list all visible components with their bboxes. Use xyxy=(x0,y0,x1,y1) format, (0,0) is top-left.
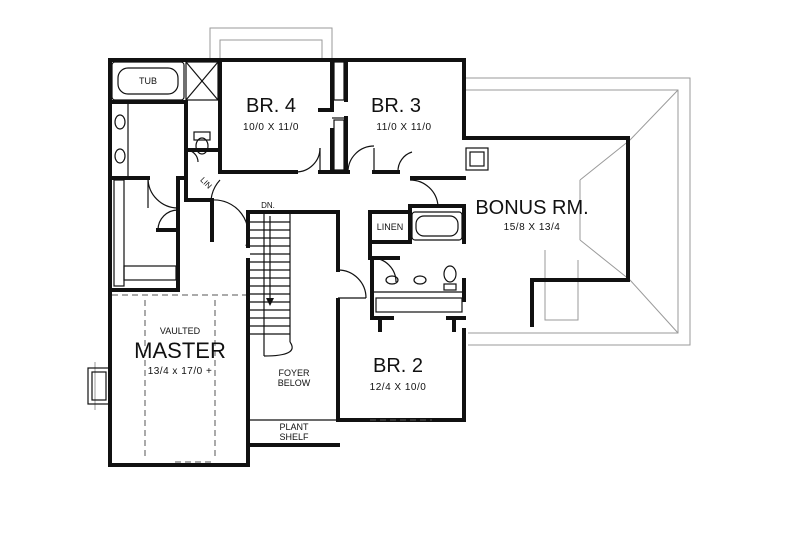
br3-name: BR. 3 xyxy=(371,95,421,117)
staircase xyxy=(248,214,338,421)
chimney-icon xyxy=(87,147,489,405)
master-dims: 13/4 x 17/0 + xyxy=(148,366,213,377)
br3-dims: 11/0 X 11/0 xyxy=(376,122,431,133)
exterior-walls xyxy=(108,58,630,467)
doors xyxy=(147,145,439,299)
br4-dims: 10/0 X 11/0 xyxy=(243,122,299,133)
closet-shelving xyxy=(113,61,463,313)
lin-label: LIN xyxy=(198,175,213,190)
bonus-room-dims: 15/8 X 13/4 xyxy=(504,222,561,233)
br2-dims: 12/4 X 10/0 xyxy=(370,382,427,393)
br4-name: BR. 4 xyxy=(246,95,296,117)
foyer-label-line1: FOYER xyxy=(278,368,310,378)
plant-shelf-label-line1: PLANT xyxy=(279,422,309,432)
br2-name: BR. 2 xyxy=(373,355,423,377)
master-prefix: VAULTED xyxy=(160,326,201,336)
plant-shelf-label-line2: SHELF xyxy=(279,432,309,442)
roof-outline xyxy=(94,27,691,410)
tub-label: TUB xyxy=(139,76,157,86)
vault-lines xyxy=(112,294,432,463)
stairs-down-label: DN. xyxy=(261,201,275,210)
bonus-room-name: BONUS RM. xyxy=(475,197,588,219)
foyer-label-line2: BELOW xyxy=(278,378,311,388)
master-name: MASTER xyxy=(134,338,226,363)
interior-walls xyxy=(108,58,466,422)
fixtures xyxy=(111,61,463,293)
linen-label: LINEN xyxy=(377,222,404,232)
